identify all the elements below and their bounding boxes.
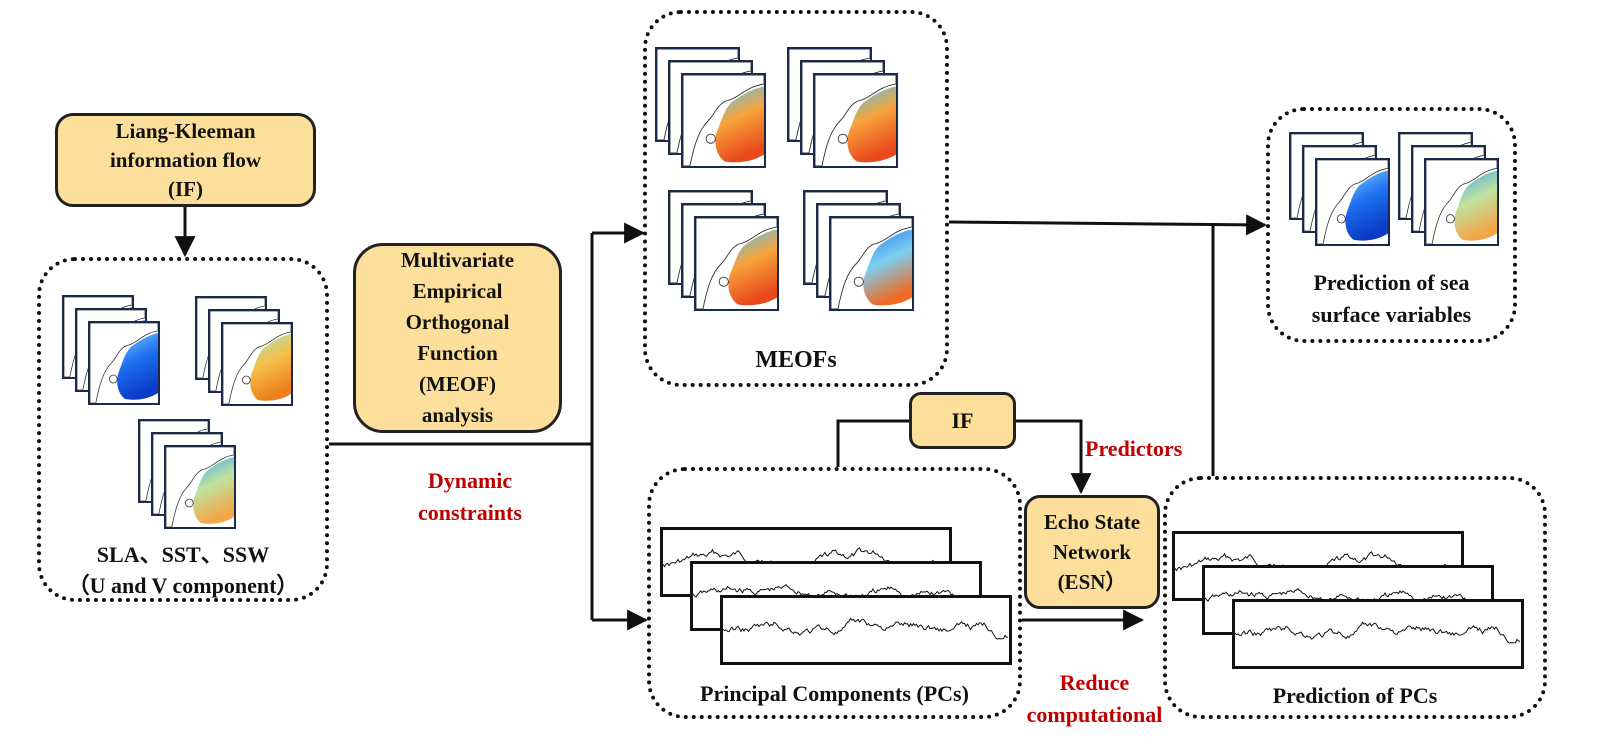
if-source-line3: (IF) bbox=[168, 176, 203, 201]
dynamic-constraints-label-1: Dynamic bbox=[427, 468, 513, 493]
map-thumbnail bbox=[829, 216, 914, 311]
meofs-panel bbox=[643, 10, 949, 387]
input-caption-1: SLA、SST、SSW bbox=[96, 542, 270, 567]
meof-line4: Function bbox=[417, 341, 498, 365]
esn-line2: Network bbox=[1052, 540, 1132, 564]
map-thumbnail bbox=[1315, 158, 1390, 246]
reduce-label-1: Reduce bbox=[1059, 670, 1130, 695]
esn-line1: Echo State bbox=[1043, 510, 1141, 534]
input-data-panel bbox=[37, 257, 329, 602]
dynamic-constraints-label-2: constraints bbox=[418, 500, 522, 525]
prediction-sea-panel bbox=[1266, 107, 1517, 343]
map-thumbnail bbox=[813, 73, 898, 168]
meof-line6: analysis bbox=[421, 403, 494, 427]
esn-box: Echo State Network (ESN） bbox=[1024, 495, 1160, 609]
esn-line3: (ESN） bbox=[1057, 570, 1127, 594]
pcs-caption: Principal Components (PCs) bbox=[700, 681, 969, 706]
map-thumbnail bbox=[681, 73, 766, 168]
predictors-label: Predictors bbox=[1085, 436, 1183, 461]
prediction-sea-caption-1: Prediction of sea bbox=[1313, 270, 1470, 295]
prediction-pcs-caption: Prediction of PCs bbox=[1272, 683, 1438, 708]
if-source-line1: Liang-Kleeman bbox=[115, 118, 256, 143]
meof-analysis-box: Multivariate Empirical Orthogonal Functi… bbox=[353, 243, 562, 433]
meof-line3: Orthogonal bbox=[405, 310, 510, 334]
map-thumbnail bbox=[221, 322, 293, 406]
if-box-label: IF bbox=[951, 407, 974, 433]
meofs-caption: MEOFs bbox=[755, 347, 837, 373]
map-thumbnail bbox=[164, 445, 236, 529]
line-pcs-to-if bbox=[836, 419, 909, 467]
map-thumbnail bbox=[88, 321, 160, 405]
arrow-meofs-to-prediction bbox=[948, 214, 1268, 236]
prediction-sea-caption-2: surface variables bbox=[1311, 302, 1472, 327]
prediction-pcs-panel bbox=[1163, 476, 1547, 719]
input-caption-2: （U and V component） bbox=[67, 573, 299, 598]
map-thumbnail bbox=[1424, 158, 1499, 246]
meof-line2: Empirical bbox=[412, 279, 503, 303]
if-source-line2: information flow bbox=[109, 147, 262, 172]
meof-line1: Multivariate bbox=[400, 248, 515, 272]
if-box: IF bbox=[909, 392, 1016, 449]
map-thumbnail bbox=[694, 216, 779, 311]
pcs-panel bbox=[647, 467, 1022, 719]
arrow-if-to-esn bbox=[1016, 419, 1092, 495]
meof-line5: (MEOF) bbox=[419, 372, 496, 396]
time-series-plot bbox=[1232, 599, 1524, 669]
time-series-plot bbox=[720, 595, 1012, 665]
reduce-label-2: computational bbox=[1026, 702, 1163, 727]
if-source-box: Liang-Kleeman information flow (IF) bbox=[55, 113, 316, 207]
